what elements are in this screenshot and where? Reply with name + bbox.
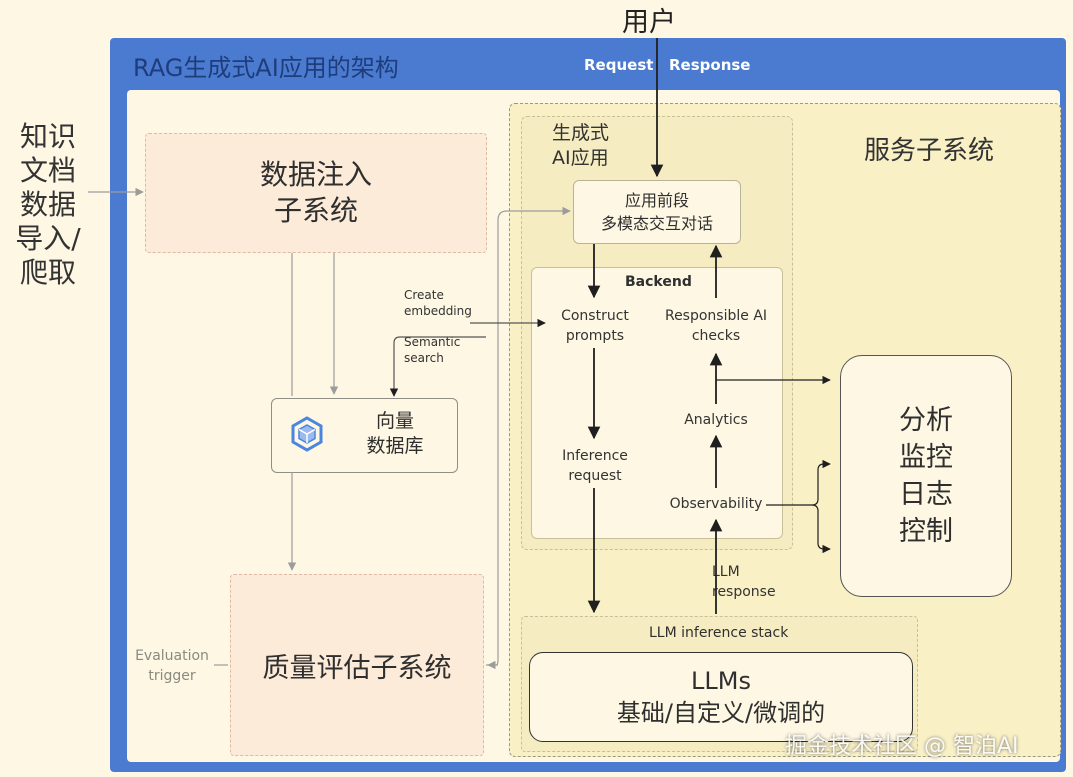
backend-title: Backend — [625, 274, 692, 290]
llm-inference-stack-title: LLM inference stack — [649, 625, 789, 641]
llm-response-label: LLM response — [712, 564, 776, 600]
data-ingestion-subsystem: 数据注入 子系统 — [145, 133, 487, 253]
quality-to-frontend-arrow — [486, 206, 571, 666]
semantic-search-label: Semantic search — [404, 335, 461, 365]
genai-application-title: 生成式 AI应用 — [552, 122, 610, 169]
responsible-ai-node: Responsible AI checks — [664, 308, 768, 344]
analytics-node: Analytics — [684, 412, 748, 428]
analytics-monitoring-box: 分析 监控 日志 控制 — [840, 355, 1012, 597]
response-label: Response — [669, 56, 751, 74]
serving-subsystem-title: 服务子系统 — [864, 136, 995, 166]
inference-request-node: Inference request — [562, 448, 628, 484]
observability-out-arrow-2 — [811, 504, 831, 554]
app-frontend: 应用前段 多模态交互对话 — [573, 180, 741, 244]
backend-box — [531, 267, 783, 539]
llms-box: LLMs 基础/自定义/微调的 — [529, 652, 913, 742]
vector-database-icon — [291, 416, 323, 452]
knowledge-import-label: 知识 文档 数据 导入/ 爬取 — [15, 120, 81, 289]
request-label: Request — [584, 56, 654, 74]
quality-evaluation-subsystem: 质量评估子系统 — [230, 574, 484, 756]
evaluation-trigger-label: Evaluation trigger — [135, 648, 209, 684]
vector-database-label: 向量 数据库 — [366, 410, 424, 457]
observability-node: Observability — [669, 496, 763, 512]
observability-out-arrow-1 — [766, 459, 831, 506]
create-embedding-label: Create embedding — [404, 288, 472, 318]
watermark: 掘金技术社区 @ 智泊AI — [785, 734, 1019, 759]
user-label: 用户 — [622, 7, 676, 38]
construct-prompts-node: Construct prompts — [561, 308, 629, 344]
diagram-title: RAG生成式AI应用的架构 — [133, 54, 399, 82]
semantic-search-arrow — [389, 336, 486, 397]
